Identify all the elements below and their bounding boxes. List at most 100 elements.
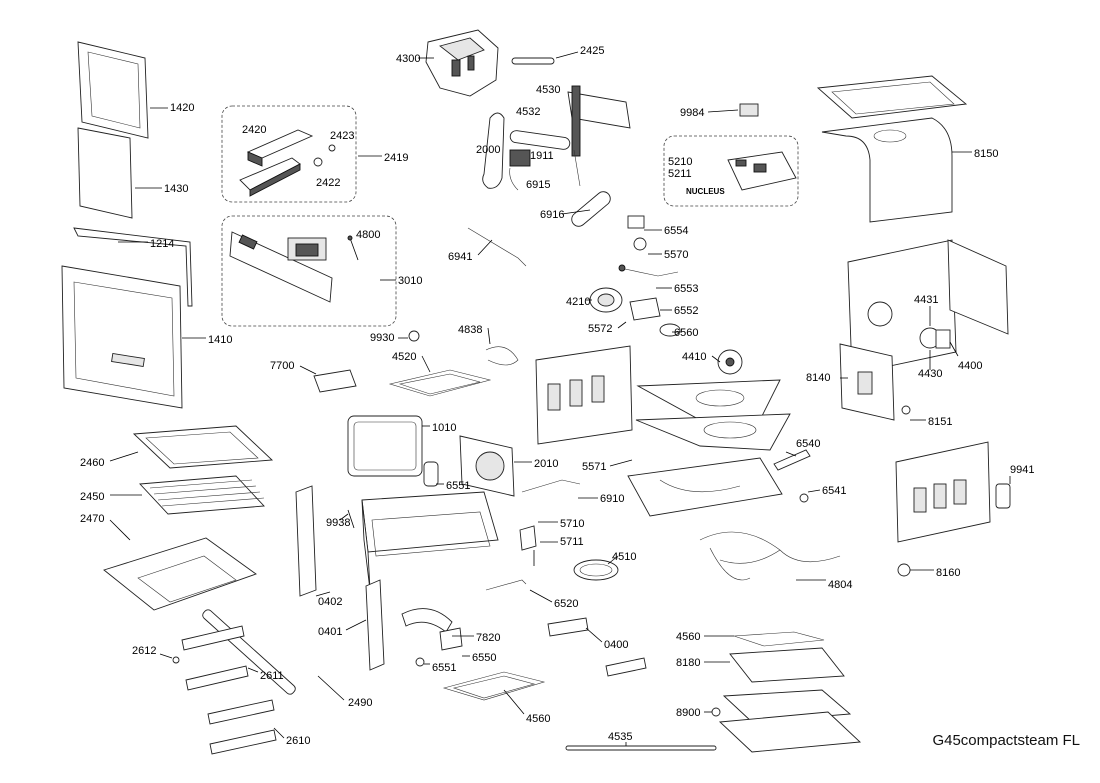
wire-rack (139, 475, 265, 515)
leader-line (477, 239, 493, 256)
outer-casing (821, 117, 953, 223)
temp-sensor (618, 264, 679, 277)
callout-1420: 1420 (170, 102, 194, 114)
door-outer-glass (77, 127, 133, 219)
fan-motor-rear (935, 329, 951, 349)
callout-1214: 1214 (150, 238, 174, 250)
callout-7820: 7820 (476, 632, 500, 644)
leader-line (707, 109, 739, 113)
nut (799, 493, 809, 503)
hinge-bracket-lower (605, 657, 647, 677)
callout-4532: 4532 (516, 106, 540, 118)
leader-line (807, 489, 821, 493)
callout-5572: 5572 (588, 323, 612, 335)
leader-line (607, 555, 619, 565)
leader-line (609, 459, 633, 467)
cooling-bracket (629, 297, 661, 321)
callout-2422: 2422 (316, 177, 340, 189)
callout-4804: 4804 (828, 579, 852, 591)
callout-6941: 6941 (448, 251, 472, 263)
cable-loop (485, 346, 519, 366)
duct-cap (439, 627, 463, 651)
door-front-panel (61, 265, 183, 409)
thermostat (633, 237, 647, 251)
callout-2460: 2460 (80, 457, 104, 469)
door-hinge-right (365, 579, 385, 671)
callout-6552: 6552 (674, 305, 698, 317)
probe-socket (485, 579, 527, 591)
callout-5210: 5210 (668, 156, 692, 168)
fan-cover (659, 323, 681, 337)
leader-line (555, 51, 579, 59)
ring-heater (573, 559, 619, 581)
callout-6916: 6916 (540, 209, 564, 221)
callout-4838: 4838 (458, 324, 482, 336)
callout-8151: 8151 (928, 416, 952, 428)
fan-motor (589, 287, 623, 313)
door-top-trim (73, 227, 193, 307)
callout-5710: 5710 (560, 518, 584, 530)
bottom-base (718, 711, 862, 753)
convection-fan (717, 349, 743, 375)
water-pipe (511, 57, 555, 65)
callout-9938: 9938 (326, 517, 350, 529)
top-cover (816, 75, 968, 119)
callout-4430: 4430 (918, 368, 942, 380)
model-label: G45compactsteam FL (932, 732, 1080, 749)
callout-6560: 6560 (674, 327, 698, 339)
side-plug (995, 483, 1011, 509)
grommet (901, 405, 911, 415)
oven-door-seal (347, 415, 423, 477)
screw (347, 509, 355, 529)
rear-side-panel (947, 239, 1009, 335)
callout-6550: 6550 (472, 652, 496, 664)
callout-5711: 5711 (560, 536, 584, 548)
callout-4560: 4560 (676, 631, 700, 643)
sensor-bracket (739, 103, 759, 117)
callout-0400: 0400 (604, 639, 628, 651)
leader-line (109, 519, 131, 541)
leader-line (315, 591, 331, 597)
callout-4800: 4800 (356, 229, 380, 241)
door-inner-glass (77, 41, 149, 139)
nucleus-label: NUCLEUS (686, 187, 725, 196)
steam-duct (401, 608, 453, 633)
bottom-heater (442, 671, 546, 701)
rack-runner-upper (181, 625, 249, 691)
callout-2470: 2470 (80, 513, 104, 525)
callout-6915: 6915 (526, 179, 550, 191)
water-level-tube (571, 191, 611, 227)
rear-plate (839, 343, 895, 421)
callout-6554: 6554 (664, 225, 688, 237)
callout-2425: 2425 (580, 45, 604, 57)
bottom-plate (627, 457, 783, 517)
cavity (361, 491, 499, 591)
bottom-insulation (729, 647, 845, 683)
wire-harness (699, 531, 841, 581)
leader-line (949, 341, 959, 357)
callout-2420: 2420 (242, 124, 266, 136)
leader-line (585, 627, 603, 643)
baking-tray (132, 425, 274, 469)
callout-6553: 6553 (674, 283, 698, 295)
callout-4530: 4530 (536, 84, 560, 96)
side-sensor (521, 479, 581, 493)
callout-8160: 8160 (936, 567, 960, 579)
callout-4400: 4400 (958, 360, 982, 372)
clip (711, 707, 721, 717)
steam-generator (425, 29, 499, 97)
callout-2010: 2010 (534, 458, 558, 470)
control-panel-group (221, 215, 397, 327)
fan-cover-grille (459, 435, 515, 497)
callout-5570: 5570 (664, 249, 688, 261)
leader-line (299, 365, 317, 375)
callout-1010: 1010 (432, 422, 456, 434)
callout-6910: 6910 (600, 493, 624, 505)
callout-2000: 2000 (476, 144, 500, 156)
leader-line (529, 589, 553, 603)
lamp-socket (408, 330, 420, 342)
steam-connector (519, 525, 537, 551)
callout-9930: 9930 (370, 332, 394, 344)
